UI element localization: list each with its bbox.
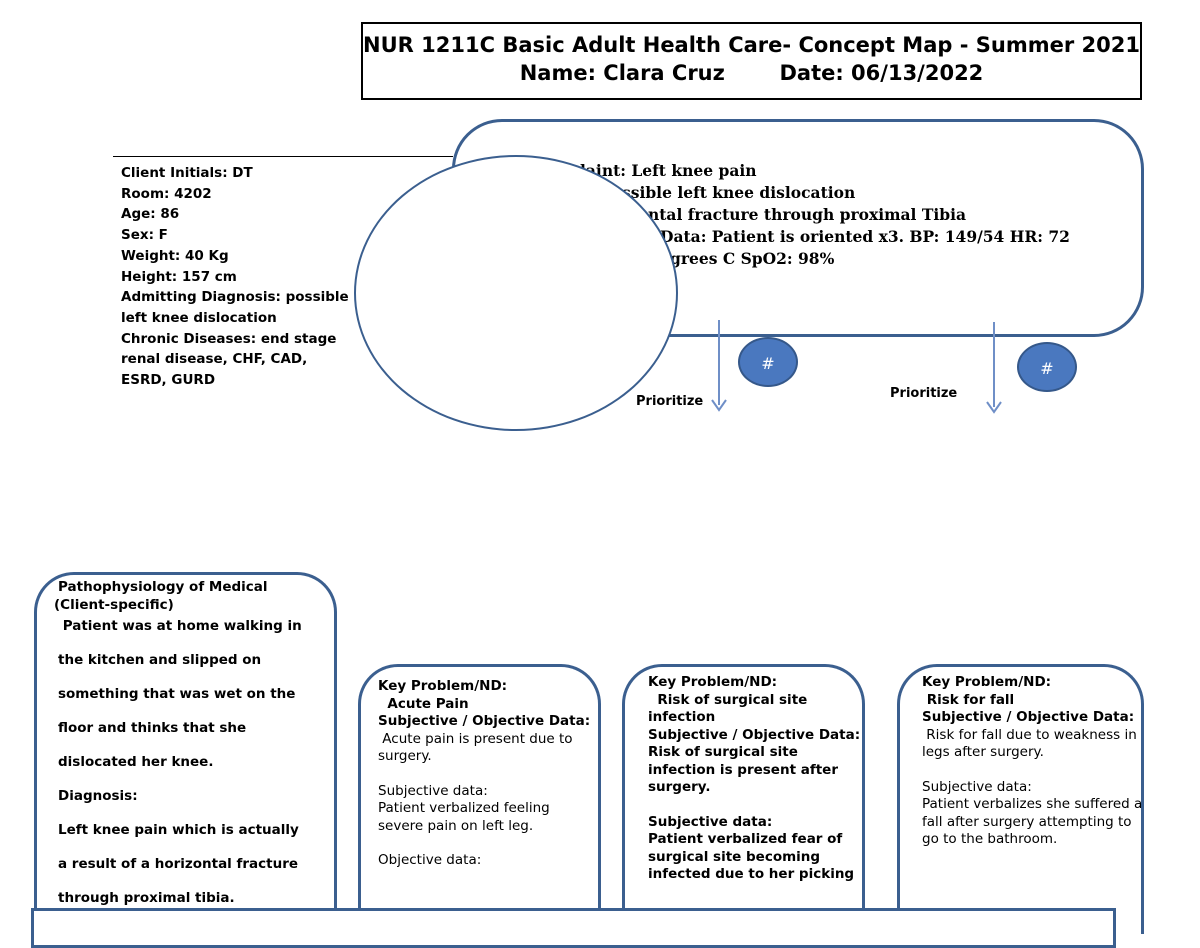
patho-line: something that was wet on the (58, 686, 296, 702)
patho-title: Pathophysiology of Medical (58, 579, 268, 595)
divider-line (113, 156, 453, 157)
priority-badge[interactable]: # (738, 337, 798, 387)
card-problem: Risk of surgical site infection (648, 691, 813, 726)
card-data-label: Subjective / Objective Data: (648, 726, 861, 743)
pathophysiology-content: Pathophysiology of Medical (Client-speci… (54, 578, 328, 915)
client-info: Client Initials: DT Room: 4202 Age: 86 S… (121, 163, 351, 391)
client-line: Sex: F (121, 227, 168, 244)
card-subj-text: Patient verbalized feeling severe pain o… (378, 800, 550, 834)
chief-complaint-text: laint: Left knee pain ssible left knee d… (540, 160, 1140, 270)
arrow-down-icon (711, 399, 727, 412)
client-line: renal disease, CHF, CAD, (121, 351, 308, 368)
card-subj-label: Subjective data: (378, 782, 488, 799)
client-line: left knee dislocation (121, 309, 277, 326)
client-line: Client Initials: DT (121, 165, 253, 181)
patho-line: through proximal tibia. (58, 890, 235, 906)
card-heading: Key Problem/ND: (922, 674, 1052, 690)
card-problem: Acute Pain (378, 695, 469, 712)
client-line: ESRD, GURD (121, 372, 216, 389)
card-obj-label: Objective data: (378, 852, 482, 868)
client-line: Weight: 40 Kg (121, 247, 229, 264)
client-line: Room: 4202 (121, 185, 212, 202)
key-problem-content-2: Key Problem/ND: Risk of surgical site in… (648, 674, 862, 884)
pathophysiology-card (34, 572, 337, 932)
card-subj-text: Patient verbalized fear of surgical site… (648, 831, 855, 882)
prioritize-label: Prioritize (636, 394, 704, 409)
client-line: Age: 86 (121, 206, 180, 223)
key-problem-content-1: Key Problem/ND: Acute Pain Subjective / … (378, 678, 596, 870)
arrow-line (718, 320, 720, 405)
priority-badge[interactable]: # (1017, 342, 1077, 392)
complaint-line: grees C SpO2: 98% (670, 249, 835, 268)
client-line: Admitting Diagnosis: possible (121, 289, 349, 306)
patho-line: floor and thinks that she (58, 720, 247, 736)
card-subj-label: Subjective data: (922, 778, 1032, 795)
card-data-text: Acute pain is present due to surgery. (378, 730, 577, 765)
prioritize-label: Prioritize (890, 386, 958, 401)
client-line: Height: 157 cm (121, 268, 237, 285)
key-problem-card-1 (358, 664, 601, 934)
patho-line: Diagnosis: (58, 788, 138, 804)
card-subj-label: Subjective data: (648, 813, 773, 830)
client-line: Chronic Diseases: end stage (121, 330, 337, 347)
key-problem-content-3: Key Problem/ND: Risk for fall Subjective… (922, 674, 1144, 849)
card-data-label: Subjective / Objective Data: (378, 713, 591, 729)
card-data-label: Subjective / Objective Data: (922, 709, 1135, 725)
card-data-text: Risk of surgical site infection is prese… (648, 744, 838, 795)
patho-line: dislocated her knee. (58, 754, 214, 770)
card-data-text: Risk for fall due to weakness in legs af… (922, 726, 1142, 761)
key-problem-card-3 (897, 664, 1144, 934)
complaint-line: Data: Patient is oriented x3. BP: 149/54… (660, 227, 1070, 246)
complaint-line: ntal fracture through proximal Tibia (648, 205, 967, 224)
card-heading: Key Problem/ND: (378, 678, 508, 694)
arrow-down-icon (986, 401, 1002, 414)
patho-line: the kitchen and slipped on (58, 652, 262, 668)
bottom-box (31, 908, 1116, 948)
complaint-line: ssible left knee dislocation (622, 183, 856, 202)
key-problem-card-2 (622, 664, 865, 934)
client-picture-circle (354, 155, 678, 431)
date-label: Date: 06/13/2022 (779, 61, 984, 85)
patho-line: a result of a horizontal fracture (58, 856, 299, 872)
complaint-line: laint: Left knee pain (580, 161, 757, 180)
header-box: NUR 1211C Basic Adult Health Care- Conce… (361, 22, 1142, 100)
patho-line: Left knee pain which is actually (58, 822, 299, 838)
patho-line: Patient was at home walking in (58, 618, 302, 634)
page-title: NUR 1211C Basic Adult Health Care- Conce… (363, 33, 1140, 57)
header-subtitle: Name: Clara Cruz Date: 06/13/2022 (363, 59, 1140, 87)
card-problem: Risk for fall (922, 691, 1015, 708)
arrow-line (993, 322, 995, 407)
patho-subtitle: (Client-specific) (54, 597, 174, 613)
card-heading: Key Problem/ND: (648, 674, 778, 690)
card-subj-text: Patient verbalizes she suffered a fall a… (922, 796, 1143, 847)
student-name: Name: Clara Cruz (519, 61, 725, 85)
